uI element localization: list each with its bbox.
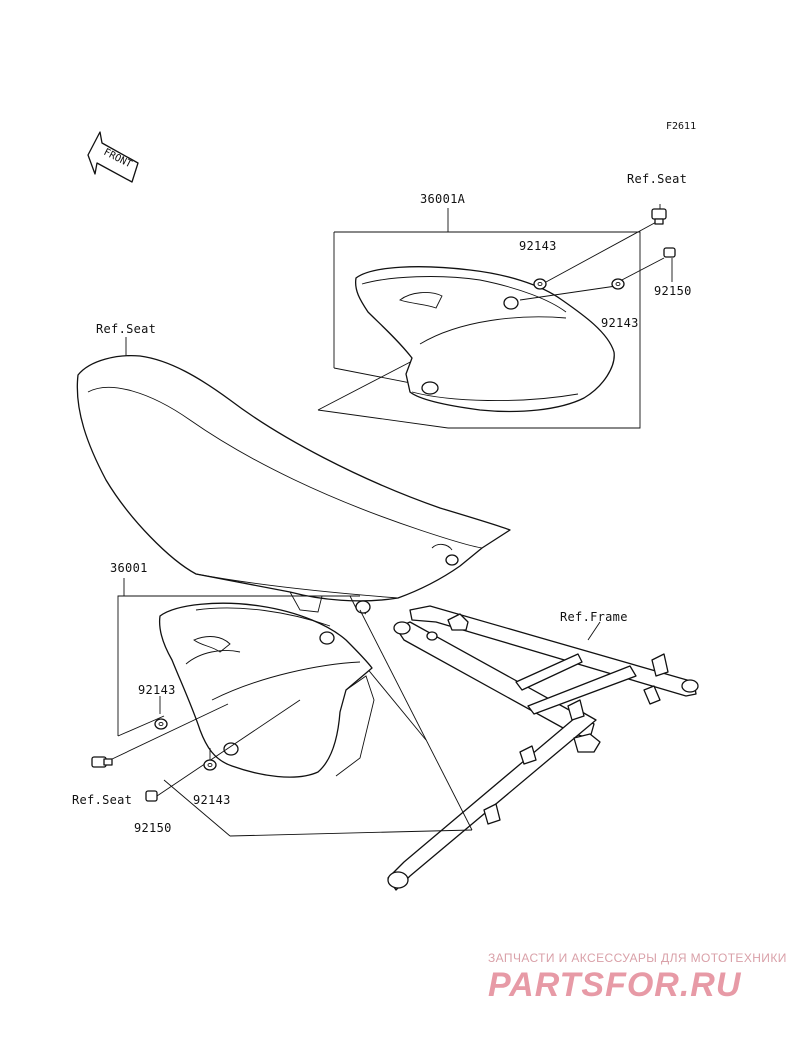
watermark-caption: ЗАПЧАСТИ И АКСЕССУАРЫ ДЛЯ МОТОТЕХНИКИ <box>488 951 787 965</box>
front-arrow-icon: FRONT <box>87 131 139 183</box>
bottom-hardware-leaders <box>109 696 301 799</box>
figure-code: F2611 <box>666 121 696 132</box>
part-number-92143: 92143 <box>601 316 639 330</box>
part-number-92143: 92143 <box>193 793 231 807</box>
part-number-92143: 92143 <box>138 683 176 697</box>
washer-icon <box>533 278 547 290</box>
washer-icon <box>611 278 625 290</box>
ref-seat-label: Ref.Seat <box>72 793 132 807</box>
part-number-92143: 92143 <box>519 239 557 253</box>
washer-icon <box>154 718 168 730</box>
bolt-icon <box>91 756 113 768</box>
bolt-icon <box>145 790 158 802</box>
washer-icon <box>203 759 217 771</box>
part-number-36001: 36001 <box>110 561 148 575</box>
subframe <box>387 605 699 891</box>
ref-seat-label: Ref.Seat <box>627 172 687 186</box>
side-cover-right-36001a <box>354 266 615 413</box>
watermark-brand: PARTSFOR.RU <box>488 966 742 1004</box>
part-number-36001a: 36001A <box>420 192 466 206</box>
callout-box-36001a <box>317 208 641 429</box>
part-number-92150: 92150 <box>654 284 692 298</box>
part-number-92150: 92150 <box>134 821 172 835</box>
side-cover-left-36001 <box>158 602 375 778</box>
ref-seat-label: Ref.Seat <box>96 322 156 336</box>
seat-outline <box>76 354 511 615</box>
bolt-icon <box>663 247 676 258</box>
ref-frame-label: Ref.Frame <box>560 610 628 624</box>
bolt-icon <box>651 208 667 225</box>
ref-frame-leader <box>587 621 601 641</box>
callout-box-36001 <box>117 578 473 837</box>
